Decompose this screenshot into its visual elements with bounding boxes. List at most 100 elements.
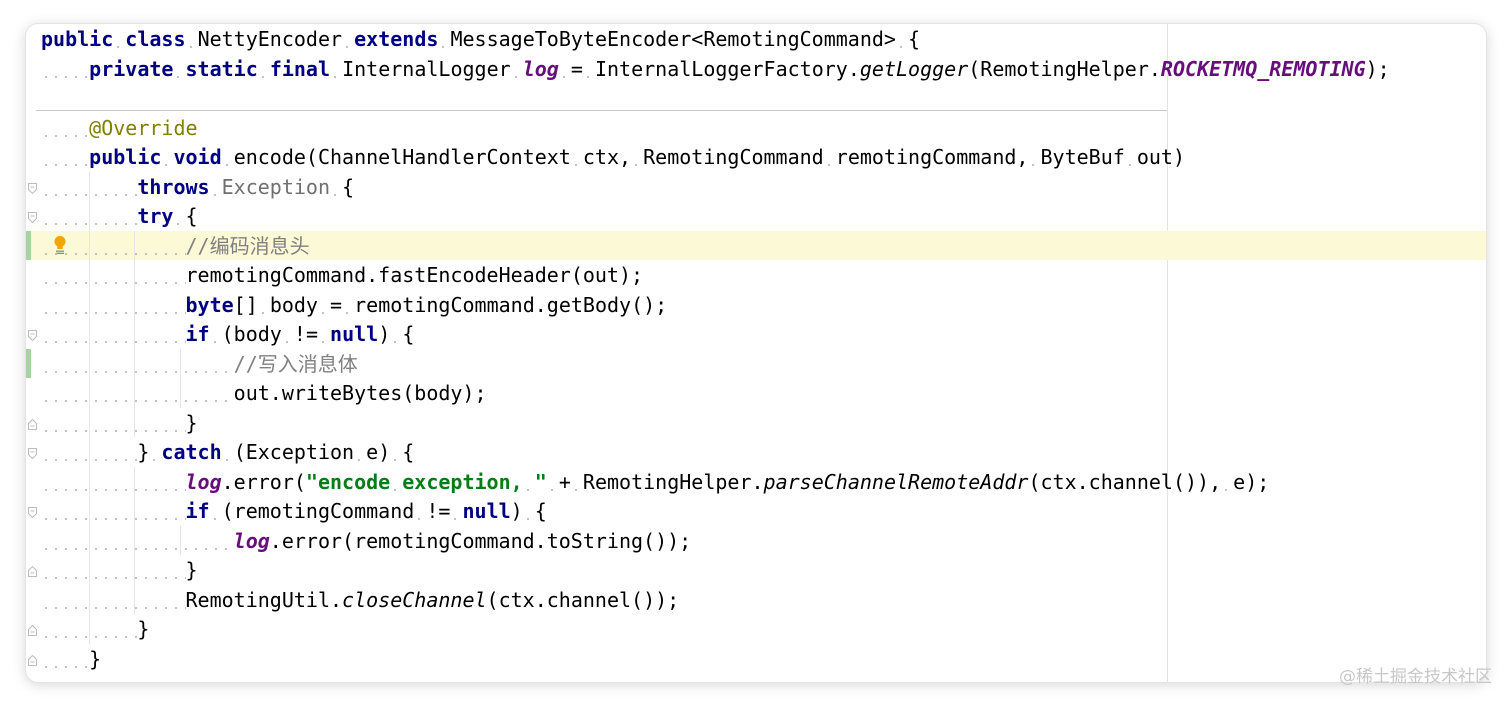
fold-end-icon[interactable] — [28, 564, 37, 577]
code-token: { — [534, 499, 547, 523]
static-method: parseChannelRemoteAddr — [763, 469, 1029, 494]
vcs-change-marker[interactable] — [26, 230, 31, 260]
code-token: NettyEncoder — [197, 27, 343, 51]
code-token: ); — [1365, 56, 1390, 81]
keyword: throws — [137, 174, 210, 199]
whitespace — [354, 440, 367, 464]
keyword: void — [173, 145, 222, 169]
whitespace — [113, 27, 126, 51]
code-line[interactable]: log.error(remotingCommand.toString()); — [26, 525, 1486, 555]
whitespace-indent — [41, 528, 234, 553]
code-line[interactable]: RemotingUtil.closeChannel(ctx.channel())… — [26, 584, 1486, 614]
code-line[interactable]: public class NettyEncoder extends Messag… — [26, 24, 1486, 54]
code-text: //编码消息头 — [41, 233, 310, 258]
code-line-current[interactable]: //编码消息头 — [26, 230, 1486, 260]
whitespace — [342, 292, 355, 317]
code-line[interactable]: } — [26, 555, 1486, 585]
code-token: } — [137, 617, 150, 641]
code-line[interactable]: throws Exception { — [26, 171, 1486, 201]
code-line[interactable]: } catch (Exception e) { — [26, 437, 1486, 467]
code-token: e) — [366, 440, 391, 464]
code-text: } — [41, 646, 102, 671]
fold-open-icon[interactable] — [28, 328, 37, 342]
keyword: try — [137, 204, 174, 228]
code-token: ) — [378, 322, 391, 346]
code-line[interactable]: if (remotingCommand != null) { — [26, 496, 1486, 526]
code-line[interactable]: try { — [26, 201, 1486, 231]
code-line[interactable]: } — [26, 407, 1486, 437]
code-line[interactable]: //写入消息体 — [26, 348, 1486, 378]
code-line[interactable]: out.writeBytes(body); — [26, 378, 1486, 408]
fold-open-icon[interactable] — [28, 505, 37, 519]
keyword: public — [41, 27, 114, 51]
method-separator — [36, 110, 1167, 111]
keyword: if — [185, 499, 210, 523]
whitespace — [317, 292, 331, 317]
code-token: (body — [221, 322, 282, 346]
whitespace-indent — [41, 499, 186, 523]
code-text: log.error("encode exception, " + Remotin… — [41, 469, 1269, 494]
static-field: ROCKETMQ_REMOTING — [1160, 56, 1366, 81]
code-token: = — [570, 56, 583, 81]
code-token: } — [185, 410, 198, 435]
keyword: byte — [185, 292, 234, 317]
code-token: { — [402, 322, 415, 346]
static-field: log — [522, 56, 559, 81]
code-token: InternalLogger — [342, 56, 511, 81]
code-line[interactable]: } — [26, 644, 1486, 674]
whitespace — [414, 499, 427, 523]
code-token: .error( — [221, 469, 306, 494]
whitespace — [342, 27, 355, 51]
code-token: remotingCommand, — [835, 145, 1029, 169]
whitespace — [330, 56, 343, 81]
whitespace — [149, 440, 162, 464]
code-token: != — [293, 322, 318, 346]
code-line[interactable]: if (body != null) { — [26, 319, 1486, 349]
code-text: byte[] body = remotingCommand.getBody(); — [41, 292, 667, 317]
whitespace — [1221, 469, 1234, 494]
code-editor[interactable]: public class NettyEncoder extends Messag… — [26, 24, 1486, 682]
fold-end-icon[interactable] — [28, 623, 37, 636]
keyword: null — [330, 322, 379, 346]
string-literal: " — [534, 469, 547, 494]
code-line[interactable]: @Override — [26, 113, 1486, 143]
fold-open-icon[interactable] — [28, 446, 37, 460]
code-token: + — [558, 469, 571, 494]
code-line[interactable]: private static final InternalLogger log … — [26, 54, 1486, 84]
code-line[interactable]: byte[] body = remotingCommand.getBody(); — [26, 289, 1486, 319]
code-token: [] — [233, 292, 258, 317]
code-token: } — [89, 646, 102, 671]
code-line[interactable]: public void encode(ChannelHandlerContext… — [26, 142, 1486, 172]
whitespace-indent — [41, 204, 138, 228]
keyword: private — [89, 56, 174, 81]
code-line[interactable]: } — [26, 614, 1486, 644]
whitespace-indent — [41, 56, 90, 81]
whitespace-indent — [41, 351, 234, 376]
whitespace — [823, 145, 836, 169]
whitespace-indent — [41, 587, 186, 612]
code-token: RemotingUtil. — [185, 587, 343, 612]
code-text: } — [41, 410, 198, 435]
vcs-change-marker[interactable] — [26, 348, 31, 378]
whitespace-indent — [41, 617, 138, 641]
keyword: public — [89, 145, 162, 169]
whitespace-indent — [41, 469, 186, 494]
whitespace — [221, 440, 234, 464]
whitespace — [570, 469, 583, 494]
code-token: .error(remotingCommand.toString()); — [269, 528, 692, 553]
static-field: log — [185, 469, 222, 494]
code-line[interactable]: log.error("encode exception, " + Remotin… — [26, 466, 1486, 496]
whitespace — [185, 27, 198, 51]
keyword: extends — [354, 27, 439, 51]
code-text: log.error(remotingCommand.toString()); — [41, 528, 692, 553]
whitespace-indent — [41, 115, 90, 140]
whitespace — [546, 469, 559, 494]
fold-open-icon[interactable] — [28, 210, 37, 224]
annotation: @Override — [89, 115, 198, 140]
fold-open-icon[interactable] — [28, 181, 37, 194]
fold-end-icon[interactable] — [28, 417, 37, 430]
fold-end-icon[interactable] — [28, 653, 37, 666]
code-line[interactable] — [26, 83, 1486, 113]
code-line[interactable]: remotingCommand.fastEncodeHeader(out); — [26, 260, 1486, 290]
whitespace-indent — [41, 646, 90, 671]
